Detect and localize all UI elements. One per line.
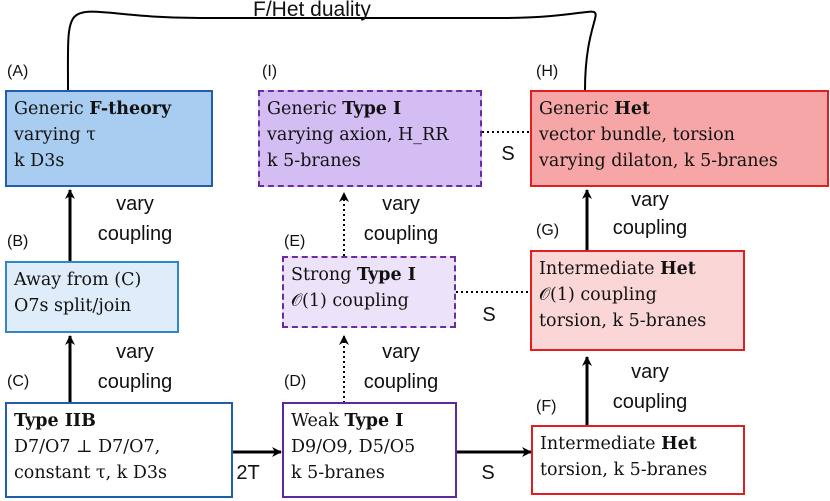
edge-label-2t: 2T (236, 462, 260, 484)
edge-f-g-coupling: coupling (612, 391, 688, 413)
node-id-d: (D) (284, 373, 307, 390)
node-i-title-pre: Generic (267, 99, 343, 119)
edge-d-e-vary: vary (382, 341, 420, 363)
node-f-title-bold: Het (661, 434, 697, 454)
edge-label-b-a: vary coupling (80, 192, 190, 246)
node-c-line3: constant τ, k D3s (14, 463, 168, 483)
node-h-line3: varying dilaton, k 5-branes (539, 151, 778, 171)
node-id-e: (E) (284, 233, 306, 250)
node-h-title-pre: Generic (539, 99, 615, 119)
node-h-generic-het: Generic Het vector bundle, torsion varyi… (530, 90, 829, 187)
node-i-title-bold: Type I (342, 99, 402, 119)
node-a-generic-f-theory: Generic F-theory varying τ k D3s (5, 90, 213, 187)
edge-e-i-vary: vary (382, 193, 420, 215)
node-c-title-bold: Type IIB (14, 411, 96, 431)
node-e-line2: 𝒪(1) coupling (291, 291, 409, 311)
edge-label-s-d-f: S (481, 462, 495, 484)
node-d-weak-type-i: Weak Type I D9/O9, D5/O5 k 5-branes (282, 402, 457, 498)
node-h-line2: vector bundle, torsion (539, 125, 735, 145)
node-a-title-bold: F-theory (89, 99, 172, 119)
node-id-b: (B) (7, 233, 29, 250)
edge-e-i-coupling: coupling (363, 223, 439, 245)
node-id-a: (A) (7, 63, 29, 80)
node-e-strong-type-i: Strong Type I 𝒪(1) coupling (282, 256, 456, 328)
node-b-away-from-c: Away from (C) O7s split/join (5, 261, 179, 333)
node-id-i: (I) (262, 63, 278, 80)
edge-g-h-coupling: coupling (612, 217, 688, 239)
node-f-intermediate-het: Intermediate Het torsion, k 5-branes (531, 425, 745, 495)
node-a-title-pre: Generic (14, 99, 90, 119)
node-id-g: (G) (536, 222, 560, 239)
node-d-title-bold: Type I (344, 411, 404, 431)
edge-b-a-coupling: coupling (97, 223, 173, 245)
node-h-title-bold: Het (614, 99, 651, 119)
node-b-line1: Away from (C) (14, 270, 142, 290)
node-b-line2: O7s split/join (14, 296, 132, 316)
edge-label-e-i: vary coupling (346, 192, 456, 246)
node-g-line2: 𝒪(1) coupling (539, 285, 657, 305)
edge-label-g-h: vary coupling (595, 188, 705, 240)
node-c-type-iib: Type IIB D7/O7 ⊥ D7/O7, constant τ, k D3… (5, 402, 233, 498)
node-i-line3: k 5-branes (267, 151, 361, 171)
node-g-intermediate-het: Intermediate Het 𝒪(1) coupling torsion, … (530, 250, 745, 351)
edge-g-h-vary: vary (631, 189, 669, 211)
edge-label-f-g: vary coupling (595, 360, 705, 414)
edge-label-s-i-h: S (501, 143, 515, 165)
node-g-title-bold: Het (660, 259, 696, 279)
duality-arc (66, 10, 597, 91)
node-f-title-pre: Intermediate (540, 434, 662, 454)
node-a-line3: k D3s (14, 151, 65, 171)
node-a-line2: varying τ (14, 125, 96, 145)
node-g-line3: torsion, k 5-branes (539, 311, 707, 331)
edge-label-s-e-g: S (482, 304, 496, 326)
edge-c-b-coupling: coupling (97, 371, 173, 393)
node-e-title-pre: Strong (291, 265, 357, 285)
edge-c-b-vary: vary (116, 341, 154, 363)
edge-label-c-b: vary coupling (80, 340, 190, 394)
edge-f-g-vary: vary (631, 361, 669, 383)
node-d-title-pre: Weak (291, 411, 345, 431)
edge-label-d-e: vary coupling (346, 340, 456, 394)
edge-d-e-coupling: coupling (363, 371, 439, 393)
diagram-title: F/Het duality (253, 0, 371, 21)
node-c-line2: D7/O7 ⊥ D7/O7, (14, 437, 161, 457)
node-d-line3: k 5-branes (291, 463, 385, 483)
node-id-f: (F) (536, 398, 557, 415)
node-f-line2: torsion, k 5-branes (540, 460, 708, 480)
node-e-title-bold: Type I (356, 265, 416, 285)
edge-b-a-vary: vary (116, 193, 154, 215)
node-id-h: (H) (536, 63, 559, 80)
node-g-title-pre: Intermediate (539, 259, 661, 279)
node-id-c: (C) (7, 373, 30, 390)
node-i-line2: varying axion, H_RR (267, 125, 449, 145)
node-d-line2: D9/O9, D5/O5 (291, 437, 416, 457)
node-i-generic-type-i: Generic Type I varying axion, H_RR k 5-b… (258, 90, 482, 187)
